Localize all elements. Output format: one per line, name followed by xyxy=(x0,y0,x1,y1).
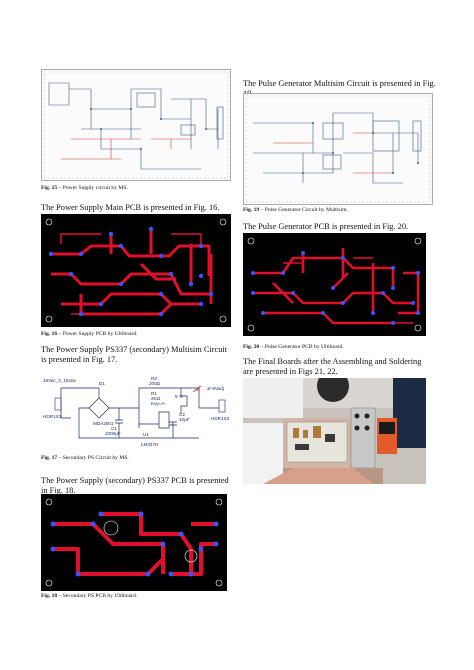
fig15-power-supply-schematic xyxy=(41,69,231,181)
fig17-caption: Fig. 17 – Secondary PS Circuit by MS. xyxy=(41,455,129,461)
fig17-label-input: 18Vac_4_15Vac xyxy=(43,378,77,383)
fig17-label-out: 3/-5Vadj xyxy=(207,386,224,391)
fig17-label-hdr-right: HDR1X3 xyxy=(211,416,230,421)
fig17-label-d1: D1 xyxy=(99,381,105,386)
fig17-label-hdr-left: HDR1X3 xyxy=(43,414,62,419)
fig19-pulse-generator-schematic xyxy=(243,93,433,205)
fig20-caption: Fig. 20 – Pulse Generator PCB by Ultiboa… xyxy=(243,344,344,350)
fig17-label-pct: 5 % xyxy=(175,394,183,399)
fig17-label-c1-val: 1000μF xyxy=(105,431,121,436)
fig19-caption: Fig. 19 – Pulse Generator Circuit by Mul… xyxy=(243,207,348,213)
fig16-power-supply-pcb xyxy=(41,214,231,327)
assembled-boards-photo xyxy=(243,378,426,484)
fig17-label-reg: LM337H xyxy=(141,442,158,447)
fig17-label-c2: C2 xyxy=(179,412,185,417)
fig18-secondary-ps-pcb xyxy=(41,494,227,591)
text-fig20-intro: The Pulse Generator PCB is presented in … xyxy=(243,222,409,231)
fig17-label-r1-val: 2KΩ xyxy=(151,396,161,401)
fig16-caption: Fig. 16 – Power Supply PCB by Ultiboard. xyxy=(41,331,138,337)
fig17-label-r1: R1 xyxy=(151,391,157,396)
fig18-caption: Fig. 18 – Secondary PS PCB by Ultiboard. xyxy=(41,593,138,599)
fig17-label-r1-key: Key=A xyxy=(151,401,166,406)
fig17-label-bridge: MDA2501 xyxy=(93,421,114,426)
text-fig17-intro: The Power Supply PS337 (secondary) Multi… xyxy=(41,345,228,364)
text-fig16-intro: The Power Supply Main PCB is presented i… xyxy=(41,203,220,212)
fig15-caption: Fig. 15 – Power Supply circuit by MS. xyxy=(41,185,128,191)
fig20-pulse-generator-pcb xyxy=(243,233,426,336)
fig17-label-r2-val: 200Ω xyxy=(149,381,161,386)
fig17-label-u1: U1 xyxy=(143,432,149,437)
fig17-secondary-ps-schematic: 18Vac_4_15Vac HDR1X3 D1 MDA2501 C1 1000μ… xyxy=(41,368,231,453)
text-fig21-intro: The Final Boards after the Assembling an… xyxy=(243,357,422,376)
fig17-label-c2-val: 10μF xyxy=(179,417,190,422)
fig17-label-r2: R2 xyxy=(151,376,157,381)
text-fig18-intro: The Power Supply (secondary) PS337 PCB i… xyxy=(41,476,229,495)
fig17-label-c1: C1 xyxy=(111,426,117,431)
